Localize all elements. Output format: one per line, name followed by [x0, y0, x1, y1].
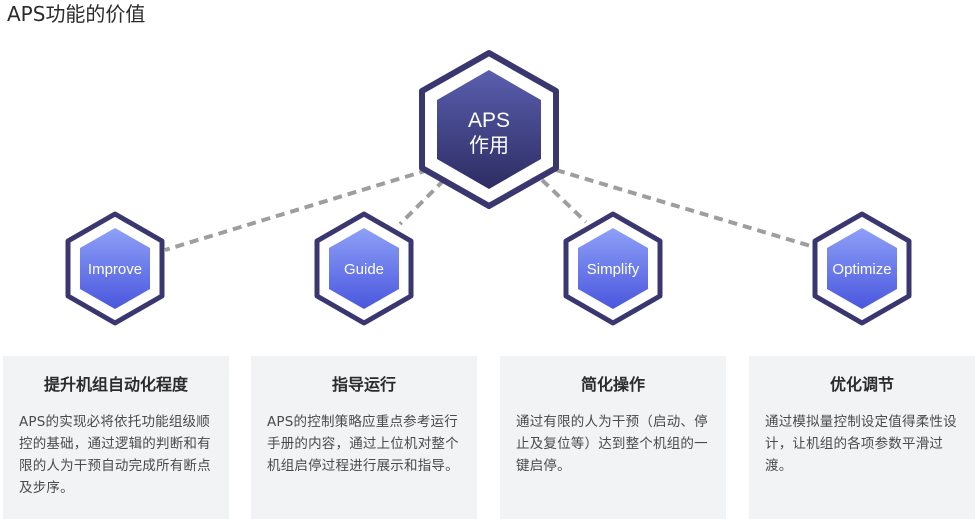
- hexagon-simplify-inner: [578, 228, 648, 309]
- hexagon-improve: Improve: [65, 211, 165, 326]
- center-label-line1: APS: [468, 109, 510, 132]
- node-label-improve: Improve: [88, 261, 142, 278]
- node-label-guide: Guide: [344, 261, 384, 278]
- card-improve: 提升机组自动化程度 APS的实现必将依托功能组级顺控的基础，通过逻辑的判断和有限…: [3, 356, 229, 519]
- hexagon-optimize-inner: [827, 228, 897, 309]
- card-optimize: 优化调节 通过模拟量控制设定值得柔性设计，让机组的各项参数平滑过渡。: [749, 356, 975, 519]
- hexagon-guide: Guide: [314, 211, 414, 326]
- card-body: 通过模拟量控制设定值得柔性设计，让机组的各项参数平滑过渡。: [765, 414, 957, 474]
- card-body: 通过有限的人为干预（启动、停止及复位等）达到整个机组的一键启停。: [516, 414, 708, 474]
- connector-guide: [398, 178, 446, 226]
- page-title: APS功能的价值: [7, 2, 146, 26]
- node-label-simplify: Simplify: [587, 261, 640, 278]
- card-simplify: 简化操作 通过有限的人为干预（启动、停止及复位等）达到整个机组的一键启停。: [500, 356, 726, 519]
- card-title: 指导运行: [331, 375, 396, 394]
- hexagon-optimize: Optimize: [812, 211, 912, 326]
- card-guide: 指导运行 APS的控制策略应重点参考运行手册的内容，通过上位机对整个机组启停过程…: [251, 356, 477, 519]
- card-title: 简化操作: [580, 375, 645, 394]
- hexagon-improve-inner: [80, 228, 150, 309]
- card-title: 优化调节: [829, 375, 894, 394]
- connector-improve: [164, 168, 429, 252]
- center-label-line2: 作用: [469, 133, 509, 157]
- card-body: APS的实现必将依托功能组级顺控的基础，通过逻辑的判断和有限的人为干预自动完成所…: [19, 414, 211, 496]
- connectors: [164, 168, 815, 252]
- hexagon-guide-inner: [329, 228, 399, 309]
- card-body: APS的控制策略应重点参考运行手册的内容，通过上位机对整个机组启停过程进行展示和…: [267, 414, 459, 474]
- hexagon-simplify: Simplify: [563, 211, 663, 326]
- connector-simplify: [540, 178, 588, 224]
- card-title: 提升机组自动化程度: [43, 375, 188, 394]
- node-label-optimize: Optimize: [832, 261, 891, 278]
- center-hexagon: APS 作用: [419, 50, 559, 209]
- center-hexagon-inner: [437, 70, 541, 189]
